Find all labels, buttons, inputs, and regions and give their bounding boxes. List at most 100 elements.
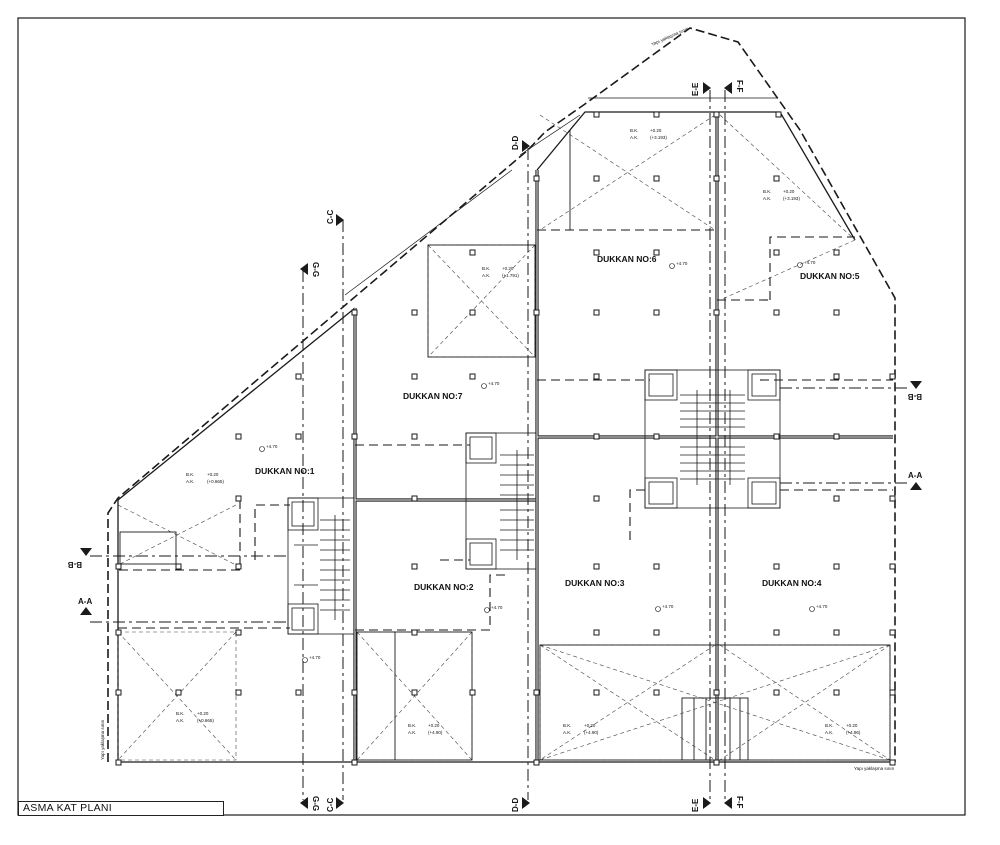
section-label-cc-top: C-C [326, 210, 335, 224]
svg-text:A.K.: A.K. [825, 730, 834, 735]
svg-text:B.K.: B.K. [482, 266, 491, 271]
svg-text:A.K.: A.K. [482, 273, 491, 278]
section-label-ee-top: E-E [691, 82, 700, 96]
void-label: B.K. +0.20 A.K. (+0.665) [186, 472, 224, 484]
svg-text:B.K.: B.K. [563, 723, 572, 728]
svg-text:B.K.: B.K. [176, 711, 185, 716]
shop-label-7: DUKKAN NO:7 [403, 391, 463, 401]
shop-label-1: DUKKAN NO:1 [255, 466, 315, 476]
sheet-frame [17, 17, 966, 816]
void-label: B.K. +0.20 A.K. (+3.193) [763, 189, 800, 201]
void-label: B.K. +0.20 A.K. (+4.90) [408, 723, 443, 735]
drawing-title: ASMA KAT PLANI [23, 802, 113, 814]
section-lines [90, 90, 910, 800]
level-marker: +4.70 [302, 655, 321, 663]
section-label-aa-left: A-A [78, 597, 92, 606]
svg-text:B.K.: B.K. [630, 128, 639, 133]
section-label-ff-bottom: F-F [735, 796, 744, 809]
boundary-label-left: Yapı yaklaşma sınırı [100, 720, 105, 760]
level-marker: +4.70 [484, 605, 503, 613]
svg-text:B.K.: B.K. [408, 723, 417, 728]
drawing-title-box: ASMA KAT PLANI [18, 801, 224, 816]
boundary-labels: Yapı yaklaşma sınırı Yapı yaklaşma sınır… [100, 26, 894, 771]
svg-text:+0.20: +0.20 [502, 266, 514, 271]
columns [115, 111, 896, 766]
svg-text:+4.70: +4.70 [662, 604, 674, 609]
section-label-bb-right: B-B [908, 392, 922, 401]
building-boundary [107, 27, 896, 762]
shop-label-2: DUKKAN NO:2 [414, 582, 474, 592]
svg-text:+4.70: +4.70 [804, 260, 816, 265]
svg-text:+4.70: +4.70 [488, 381, 500, 386]
section-label-gg-top: G-G [311, 262, 320, 277]
svg-text:B.K.: B.K. [825, 723, 834, 728]
section-label-dd-top: D-D [511, 136, 520, 150]
outer-walls [117, 111, 895, 763]
section-label-aa-right: A-A [908, 471, 922, 480]
svg-text:+4.70: +4.70 [676, 261, 688, 266]
svg-text:+0.20: +0.20 [650, 128, 662, 133]
void-label: B.K. +0.20 A.K. (+1.791) [482, 266, 519, 278]
svg-text:B.K.: B.K. [763, 189, 772, 194]
boundary-label-top: Yapı yaklaşma sınırı [650, 26, 689, 47]
svg-text:(+4.90): (+4.90) [584, 730, 599, 735]
svg-text:A.K.: A.K. [186, 479, 195, 484]
svg-text:+0.20: +0.20 [197, 711, 209, 716]
boundary-label-bottom: Yapı yaklaşma sınırı [854, 766, 894, 771]
svg-text:(+3.193): (+3.193) [783, 196, 800, 201]
svg-text:+4.70: +4.70 [491, 605, 503, 610]
svg-text:+0.20: +0.20 [584, 723, 596, 728]
section-label-dd-bottom: D-D [511, 798, 520, 812]
svg-text:+0.20: +0.20 [783, 189, 795, 194]
section-label-cc-bottom: C-C [326, 798, 335, 812]
level-marker: +4.70 [481, 381, 500, 389]
level-marker: +4.70 [259, 444, 278, 452]
svg-text:A.K.: A.K. [630, 135, 639, 140]
svg-text:A.K.: A.K. [563, 730, 572, 735]
shop-label-3: DUKKAN NO:3 [565, 578, 625, 588]
stair-core-left [287, 497, 355, 635]
svg-text:(+3.193): (+3.193) [650, 135, 667, 140]
svg-text:(+4.96): (+4.96) [846, 730, 861, 735]
void-label: B.K. +0.20 A.K. (+3.193) [630, 128, 667, 140]
svg-text:(+1.791): (+1.791) [502, 273, 519, 278]
section-markers [80, 82, 922, 809]
boundary-dims [344, 97, 778, 296]
void-solid-edges [119, 130, 891, 761]
level-marker: +4.70 [809, 604, 828, 612]
shop-label-6: DUKKAN NO:6 [597, 254, 657, 264]
svg-text:+0.20: +0.20 [428, 723, 440, 728]
svg-text:A.K.: A.K. [176, 718, 185, 723]
svg-text:A.K.: A.K. [408, 730, 417, 735]
svg-text:(+0.665): (+0.665) [207, 479, 224, 484]
level-markers: +4.70 +4.70 +4.70 +4.70 +4.70 +4.70 +4.7… [259, 260, 828, 663]
shop-label-4: DUKKAN NO:4 [762, 578, 822, 588]
stair-core-right [644, 369, 781, 509]
level-marker: +4.70 [655, 604, 674, 612]
section-label-bb-left: B-B [68, 560, 82, 569]
section-labels: A-A A-A B-B B-B C-C C-C G-G G-G D-D D-D … [68, 80, 923, 812]
level-marker: +4.70 [669, 261, 688, 269]
svg-text:B.K.: B.K. [186, 472, 195, 477]
section-label-ff-top: F-F [735, 80, 744, 93]
svg-text:A.K.: A.K. [763, 196, 772, 201]
svg-text:+4.70: +4.70 [816, 604, 828, 609]
svg-text:(+0.665): (+0.665) [197, 718, 214, 723]
void-elevation-labels: B.K. +0.20 A.K. (+0.665) B.K. +0.20 A.K.… [176, 128, 861, 735]
svg-text:+4.70: +4.70 [266, 444, 278, 449]
void-label: B.K. +0.20 A.K. (+4.96) [825, 723, 861, 735]
section-label-gg-bottom: G-G [311, 796, 320, 811]
svg-text:(+4.90): (+4.90) [428, 730, 443, 735]
svg-text:+0.20: +0.20 [207, 472, 219, 477]
void-label: B.K. +0.20 A.K. (+4.90) [563, 723, 599, 735]
wall-inner-lines [354, 112, 893, 762]
svg-text:+0.20: +0.20 [846, 723, 858, 728]
level-marker: +4.70 [797, 260, 816, 268]
shop-labels: DUKKAN NO:1 DUKKAN NO:2 DUKKAN NO:3 DUKK… [255, 254, 860, 592]
mezzanine-edges [118, 229, 893, 631]
svg-text:+4.70: +4.70 [309, 655, 321, 660]
shop-label-5: DUKKAN NO:5 [800, 271, 860, 281]
void-label: B.K. +0.20 A.K. (+0.665) [176, 711, 214, 723]
section-label-ee-bottom: E-E [691, 798, 700, 812]
